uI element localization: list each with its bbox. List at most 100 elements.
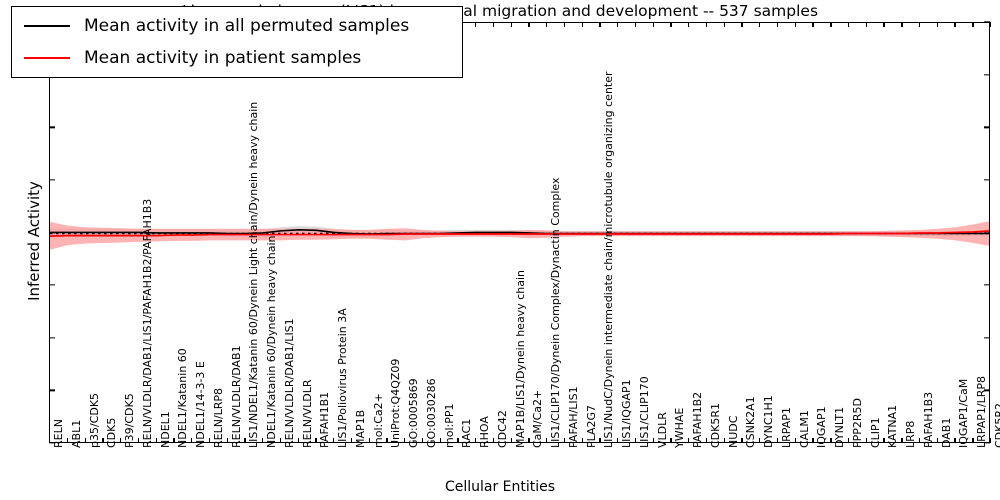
x-tick-mark xyxy=(954,438,956,443)
y-tick-mark xyxy=(984,126,990,128)
x-tick-label: MAP1B xyxy=(353,409,367,448)
x-tick-mark xyxy=(510,22,512,27)
y-tick-mark xyxy=(49,231,55,234)
x-tick-mark xyxy=(66,438,69,443)
x-tick-mark xyxy=(670,22,672,27)
x-tick-mark xyxy=(599,438,601,443)
x-tick-mark xyxy=(776,22,779,27)
x-tick-mark xyxy=(936,438,939,443)
x-tick-mark xyxy=(599,22,601,27)
y-tick-mark xyxy=(49,442,55,444)
x-tick-label: NDEL1/Katanin 60/Dynein heavy chain xyxy=(265,235,279,448)
x-tick-mark xyxy=(883,22,885,27)
x-tick-mark xyxy=(350,438,353,443)
x-tick-mark xyxy=(457,438,459,443)
x-tick-label: RELN/VLDLR/DAB1/LIS1/PAFAH1B2/PAFAH1B3 xyxy=(140,198,154,448)
x-tick-label: p35/CDK5 xyxy=(87,392,101,448)
x-tick-mark xyxy=(84,438,86,443)
x-tick-mark xyxy=(812,438,814,443)
x-tick-label: VLDLR xyxy=(655,412,669,448)
x-tick-label: PAFAH1B2 xyxy=(691,391,705,448)
x-tick-mark xyxy=(297,438,299,443)
x-tick-label: CDK5 xyxy=(105,417,119,448)
x-tick-mark xyxy=(173,438,175,443)
x-tick-label: DYNLT1 xyxy=(833,406,847,448)
x-tick-label: NDEL1 xyxy=(158,411,172,448)
x-tick-label: IQGAP1/CaM xyxy=(957,378,971,448)
x-tick-label: RHOA xyxy=(478,416,492,448)
legend-swatch-patient-line xyxy=(24,57,70,59)
x-tick-mark xyxy=(759,22,761,27)
x-tick-label: RELN xyxy=(52,419,65,448)
y-tick-mark xyxy=(984,231,990,234)
x-tick-mark xyxy=(865,438,867,443)
x-tick-label: LRPAP1 xyxy=(779,407,793,448)
x-tick-label: LIS1/CLIP170/Dynein Complex/Dynactin Com… xyxy=(549,177,563,448)
x-tick-mark xyxy=(315,438,317,443)
y-tick-mark xyxy=(49,389,55,392)
x-tick-label: DYNC1H1 xyxy=(762,395,776,448)
series-line-patient xyxy=(50,230,989,237)
confidence-band-patient xyxy=(50,221,989,250)
y-tick-mark xyxy=(49,179,55,181)
y-tick-mark xyxy=(49,337,55,339)
x-tick-mark xyxy=(475,438,477,443)
x-tick-mark xyxy=(741,22,743,27)
x-tick-mark xyxy=(865,22,867,27)
x-tick-mark xyxy=(794,22,796,27)
x-tick-mark xyxy=(563,22,566,27)
x-tick-label: LIS1/Poliovirus Protein 3A xyxy=(336,308,350,448)
y-tick-mark xyxy=(49,126,55,128)
y-tick-mark xyxy=(984,337,990,339)
x-tick-mark xyxy=(670,438,672,443)
x-tick-mark xyxy=(49,438,51,443)
x-tick-mark xyxy=(102,438,104,443)
x-tick-label: mol:Ca2+ xyxy=(371,393,385,448)
x-tick-label: GO:0030286 xyxy=(424,378,438,448)
x-tick-label: PAFAH1B1 xyxy=(318,391,332,448)
x-tick-mark xyxy=(954,22,956,27)
x-tick-mark xyxy=(368,438,370,443)
x-tick-mark xyxy=(492,22,495,27)
x-tick-mark xyxy=(208,438,211,443)
x-tick-label: RELN/LRP8 xyxy=(211,387,225,448)
x-tick-mark xyxy=(901,22,903,27)
x-tick-label: DAB1 xyxy=(939,417,953,448)
x-tick-mark xyxy=(759,438,761,443)
x-tick-mark xyxy=(546,22,548,27)
x-tick-label: CDK5R2 xyxy=(993,402,1000,448)
x-tick-mark xyxy=(404,438,406,443)
x-tick-label: PLA2G7 xyxy=(584,404,598,448)
y-tick-mark xyxy=(984,389,990,392)
x-tick-mark xyxy=(883,438,885,443)
x-axis-label: Cellular Entities xyxy=(444,479,556,495)
x-tick-mark xyxy=(972,22,974,27)
x-tick-mark xyxy=(776,438,779,443)
x-tick-label: PPP2R5D xyxy=(850,397,864,448)
x-tick-label: CaM/Ca2+ xyxy=(531,389,545,448)
x-tick-mark xyxy=(918,438,921,443)
x-tick-label: KATNA1 xyxy=(886,404,900,448)
x-tick-mark xyxy=(830,438,832,443)
x-tick-mark xyxy=(421,438,424,443)
x-tick-mark xyxy=(812,22,814,27)
x-tick-mark xyxy=(652,438,654,443)
x-tick-mark xyxy=(333,438,335,443)
x-tick-label: CDC42 xyxy=(495,410,509,448)
x-tick-mark xyxy=(705,22,708,27)
legend-label-permuted: Mean activity in all permuted samples xyxy=(84,16,410,36)
x-tick-mark xyxy=(794,438,796,443)
x-tick-mark xyxy=(137,438,140,443)
x-tick-mark xyxy=(688,22,690,27)
y-tick-mark xyxy=(984,284,990,286)
x-tick-label: CLIP1 xyxy=(868,417,882,448)
x-tick-mark xyxy=(723,438,725,443)
x-tick-mark xyxy=(528,22,530,27)
x-tick-label: NDEL1/Katanin 60 xyxy=(176,348,190,448)
x-tick-label: RELN/VLDLR xyxy=(300,379,314,448)
y-tick-mark xyxy=(984,442,990,444)
x-tick-mark xyxy=(581,22,583,27)
x-tick-mark xyxy=(475,22,477,27)
x-tick-label: YWHAE xyxy=(673,407,687,448)
